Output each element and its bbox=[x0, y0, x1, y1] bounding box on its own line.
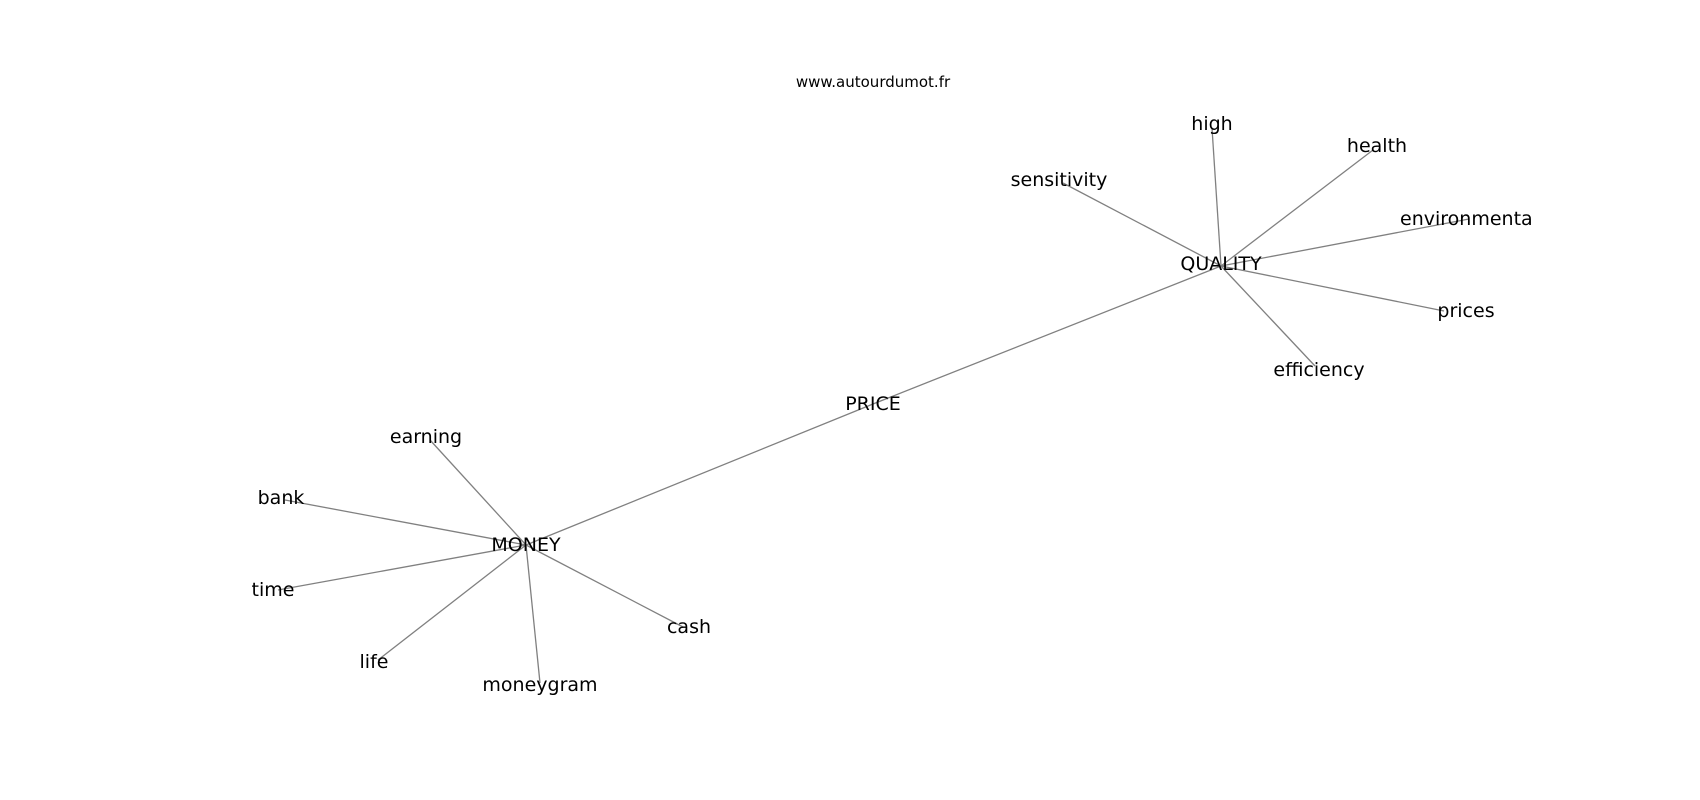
node-life[interactable]: life bbox=[360, 651, 389, 673]
edge-money-time bbox=[277, 544, 527, 591]
node-health[interactable]: health bbox=[1347, 135, 1407, 157]
edge-money-cash bbox=[525, 544, 684, 628]
nodes-layer: PRICE MONEY QUALITY earning bank time life mone… bbox=[252, 113, 1538, 696]
edge-quality-sensitivity bbox=[1062, 182, 1222, 267]
edges-layer bbox=[277, 127, 1470, 684]
edge-quality-high bbox=[1211, 127, 1222, 267]
node-time[interactable]: time bbox=[252, 579, 295, 601]
source-link[interactable]: www.autourdumot.fr bbox=[796, 73, 951, 91]
edge-money-moneygram bbox=[525, 544, 541, 684]
edge-quality-environmental bbox=[1220, 218, 1470, 267]
edge-quality-health bbox=[1220, 149, 1374, 267]
node-moneygram[interactable]: moneygram bbox=[482, 674, 597, 696]
node-efficiency[interactable]: efficiency bbox=[1273, 359, 1364, 381]
edge-quality-prices bbox=[1220, 265, 1445, 312]
edge-price-money bbox=[525, 403, 874, 546]
edge-quality-efficiency bbox=[1220, 265, 1316, 367]
node-sensitivity[interactable]: sensitivity bbox=[1011, 169, 1108, 191]
node-earning[interactable]: earning bbox=[390, 426, 462, 448]
node-bank[interactable]: bank bbox=[258, 487, 305, 509]
edge-money-bank bbox=[284, 499, 527, 546]
edge-money-earning bbox=[429, 439, 527, 546]
node-environmental[interactable]: environmental bbox=[1400, 208, 1538, 230]
node-price[interactable]: PRICE bbox=[845, 393, 901, 415]
edge-price-quality bbox=[872, 265, 1222, 405]
node-prices[interactable]: prices bbox=[1437, 300, 1494, 322]
node-quality[interactable]: QUALITY bbox=[1180, 253, 1262, 275]
edge-money-life bbox=[377, 544, 527, 661]
node-money[interactable]: MONEY bbox=[491, 534, 561, 556]
node-high[interactable]: high bbox=[1191, 113, 1232, 135]
node-cash[interactable]: cash bbox=[667, 616, 711, 638]
